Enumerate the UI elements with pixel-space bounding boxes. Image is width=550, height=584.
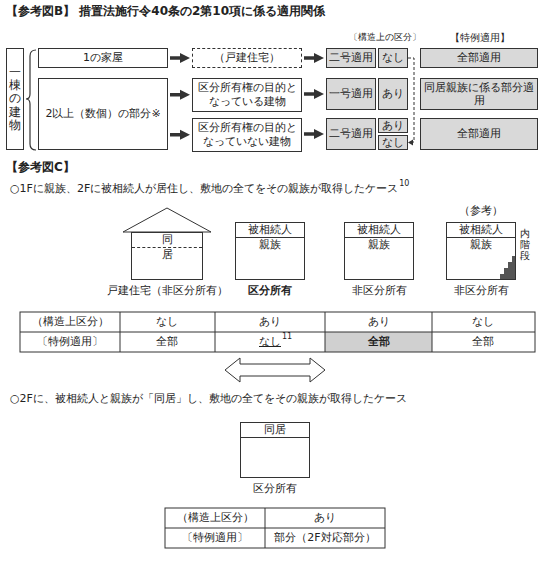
node-text: 親族 (447, 238, 515, 252)
node-text: 区分所有権の目的となっていない建物 (196, 121, 298, 149)
result-cell: 全部適用 (420, 48, 538, 68)
floor-box: 同居 (240, 422, 310, 478)
node-text: 区分所有権の目的となっている建物 (196, 81, 298, 109)
label-text: 区分所有 (248, 284, 292, 298)
leader-arrowhead (408, 140, 413, 146)
label-text: あり (259, 315, 281, 329)
label-text: 〔構造上の区分〕 (349, 32, 421, 43)
block-arrow (304, 132, 318, 136)
label-text: 非区分所有 (352, 284, 407, 298)
block-arrow (304, 56, 318, 60)
result-cell: 二号適用 (326, 118, 376, 150)
label-text: 内階段 (520, 228, 530, 261)
node-text: 同居親族に係る部分適用 (422, 81, 536, 107)
figure-heading: 【参考図B】 措置法施行令40条の2第10項に係る適用関係 (6, 4, 325, 19)
label-text: あり (368, 315, 390, 329)
label-text: 戸建住宅（非区分所有） (107, 284, 228, 298)
result-cell: あり (378, 78, 408, 110)
node-text: 被相続人 (447, 223, 515, 238)
table-frame (20, 312, 535, 352)
node-text: 親族 (236, 238, 304, 252)
process-box: 1の家屋 (38, 48, 168, 68)
label-text: なし (259, 335, 281, 349)
node-text: 一号適用 (329, 87, 373, 100)
node-text: 同居 (241, 423, 309, 438)
label-text: なし (156, 315, 178, 329)
floor-box: 被相続人親族 (446, 222, 516, 280)
result-cell: なし (378, 135, 408, 150)
house-body: 同居 (131, 232, 203, 280)
label-text: 〔特例適用〕 (37, 335, 103, 349)
double-arrow (225, 358, 325, 382)
process-box: 2以上（数個）の部分※ (38, 78, 168, 150)
label-text: 全部 (472, 335, 494, 349)
node-text: 親族 (345, 238, 413, 252)
process-box: 区分所有権の目的となっていない建物 (192, 118, 302, 152)
house-roof (123, 208, 211, 232)
floor-box: 被相続人親族 (344, 222, 414, 280)
brace (26, 50, 36, 150)
vertical-box: 一棟の建物 (6, 48, 24, 150)
node-text: なし (382, 136, 404, 149)
label-text: ○1Fに親族、2Fに被相続人が居住し、敷地の全てをその親族が取得したケース (10, 182, 398, 196)
inner-stairs (500, 256, 515, 279)
process-box: 区分所有権の目的となっている建物 (192, 78, 302, 112)
label-text: 全部 (368, 335, 390, 349)
node-text: 同 (132, 233, 202, 248)
node-text: 全部適用 (457, 127, 501, 140)
floor-box: 被相続人親族 (235, 222, 305, 280)
node-text: 被相続人 (345, 223, 413, 238)
label-text: 〔特例適用〕 (182, 531, 248, 545)
label-text: ○2Fに、被相続人と親族が「同居」し、敷地の全てをその親族が取得したケース (10, 392, 407, 406)
label-text: 部分（2F対応部分） (274, 531, 375, 545)
label-text: 区分所有 (253, 482, 297, 496)
label-text: 全部 (156, 335, 178, 349)
label-text: あり (314, 511, 336, 525)
label-text: 【特例適用】 (450, 32, 510, 45)
label-text: なし (472, 315, 494, 329)
node-text: 一棟の建物 (9, 66, 21, 132)
block-arrow (170, 133, 184, 137)
node-text: 二号適用 (329, 127, 373, 140)
label-text: （参考） (459, 204, 503, 218)
table-grid (20, 312, 535, 352)
node-text: 2以上（数個）の部分※ (45, 107, 160, 121)
footnote-number: 11 (282, 332, 292, 342)
label-text: 非区分所有 (454, 284, 509, 298)
node-text: 被相続人 (236, 223, 304, 238)
node-text: 二号適用 (329, 51, 373, 64)
node-text: （戸建住宅） (214, 51, 280, 65)
result-cell: あり (378, 118, 408, 133)
node-text: なし (382, 51, 404, 64)
result-cell: 一号適用 (326, 78, 376, 110)
node-text: あり (382, 87, 404, 100)
result-cell: 全部適用 (420, 118, 538, 150)
node-text: 居 (132, 248, 202, 262)
result-cell: 同居親族に係る部分適用 (420, 78, 538, 110)
label-text: （構造上区分） (177, 511, 254, 525)
table-frame (165, 508, 385, 548)
shaded-cell (325, 332, 432, 352)
result-cell: なし (378, 48, 408, 68)
dashed-leader (408, 58, 414, 142)
label-text: （構造上区分） (32, 315, 109, 329)
block-arrow (170, 56, 184, 60)
node-text: 1の家屋 (83, 51, 123, 65)
block-arrow (170, 93, 184, 97)
footnote-number: 10 (399, 179, 409, 189)
block-arrow (304, 92, 318, 96)
node-text: 全部適用 (457, 51, 501, 64)
result-cell: 二号適用 (326, 48, 376, 68)
figure-heading: 【参考図C】 (6, 160, 75, 175)
node-text: あり (382, 119, 404, 132)
dashed-box: （戸建住宅） (192, 48, 302, 68)
table-grid (165, 508, 385, 548)
